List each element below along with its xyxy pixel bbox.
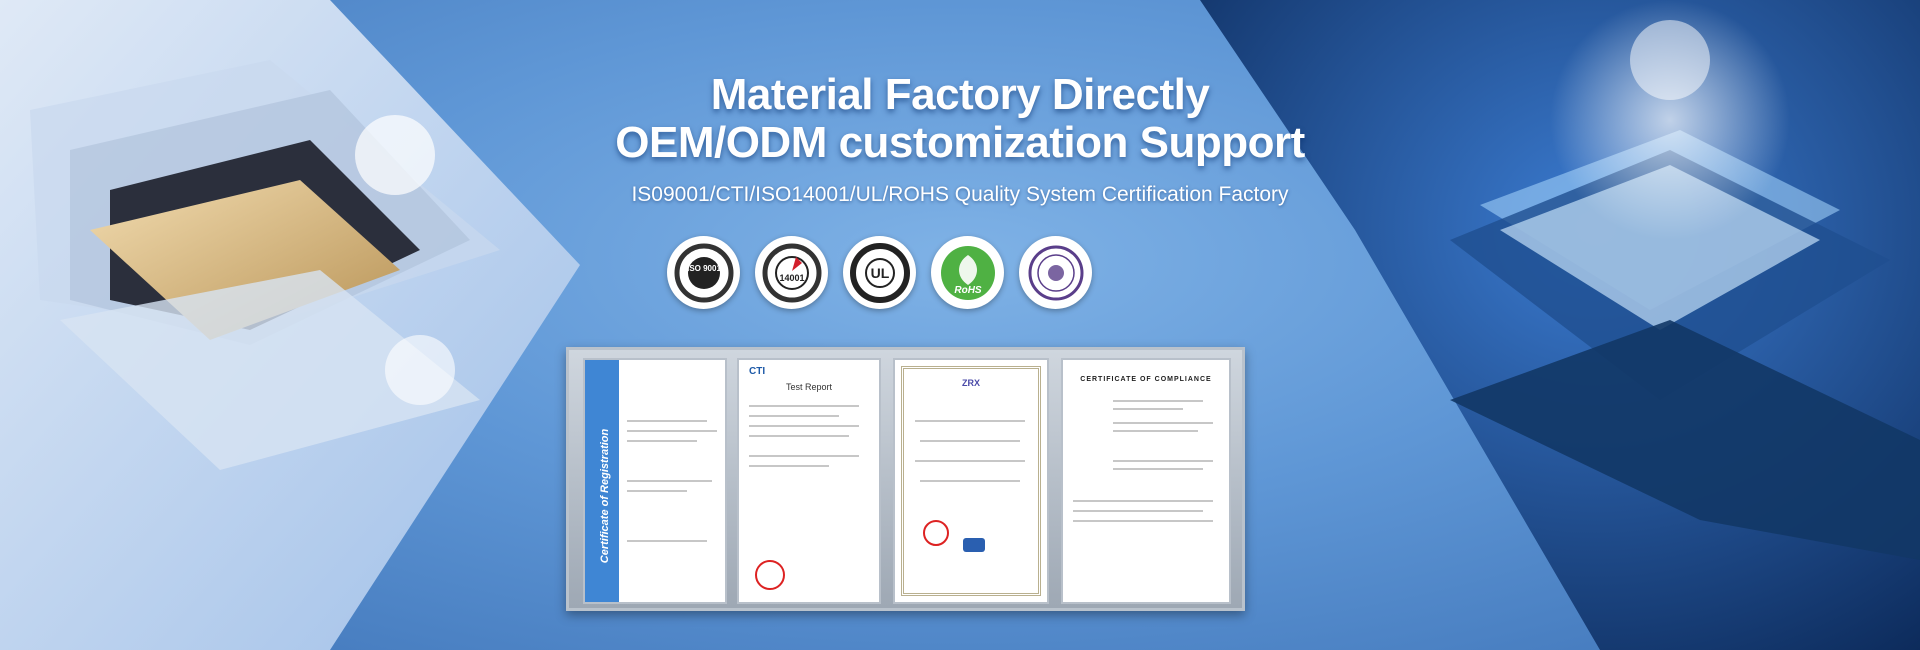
iso-9001-badge-icon: ISO 9001 xyxy=(667,236,740,309)
certificate-cti-test-report: CTI Test Report xyxy=(737,358,881,604)
ul-label: UL xyxy=(870,265,889,281)
certificate-registration: Certificate of Registration xyxy=(583,358,727,604)
certificates-display: Certificate of Registration CTI Test Rep… xyxy=(566,347,1245,611)
certificate-compliance: CERTIFICATE OF COMPLIANCE xyxy=(1061,358,1231,604)
headline-line-2: OEM/ODM customization Support xyxy=(615,118,1305,167)
right-chip-image xyxy=(1200,0,1920,650)
compliance-title: CERTIFICATE OF COMPLIANCE xyxy=(1080,376,1212,383)
certification-badges: ISO 9001 14001 UL RoHS xyxy=(667,236,1092,309)
iso-14001-badge-icon: 14001 xyxy=(755,236,828,309)
zrx-logo: ZRX xyxy=(962,378,980,388)
certification-subline: IS09001/CTI/ISO14001/UL/ROHS Quality Sys… xyxy=(631,183,1289,206)
iso-14001-label: 14001 xyxy=(779,273,804,283)
rohs-label: RoHS xyxy=(954,285,982,296)
seal-badge-icon xyxy=(1019,236,1092,309)
left-chip-image xyxy=(0,0,580,650)
iso-label: ISO 9001 xyxy=(687,264,721,273)
cti-logo: CTI xyxy=(749,366,766,377)
ul-registered-firm-icon: UL xyxy=(843,236,916,309)
certificate-zrx: ZRX xyxy=(893,358,1049,604)
test-report-title: Test Report xyxy=(785,382,833,392)
certificate-side-text: Certificate of Registration xyxy=(599,428,611,564)
headline-line-1: Material Factory Directly xyxy=(710,70,1210,119)
rohs-badge-icon: RoHS xyxy=(931,236,1004,309)
